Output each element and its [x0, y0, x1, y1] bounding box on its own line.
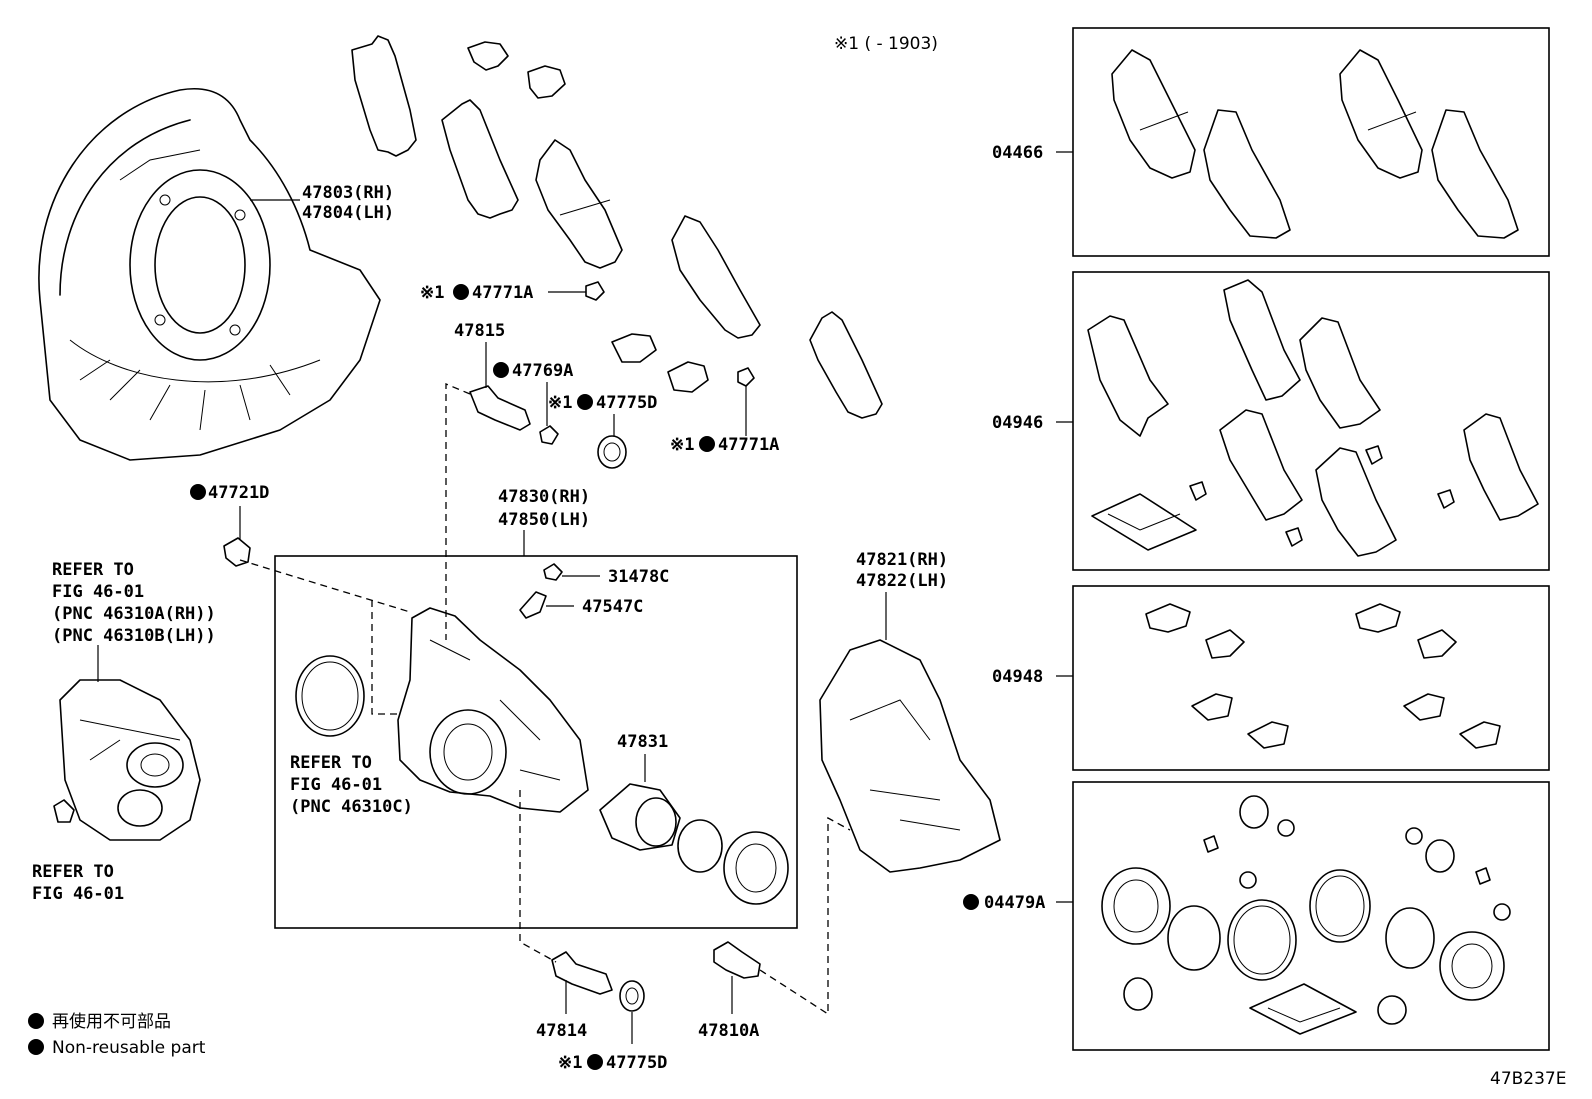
- pad-support-plate-2: [527, 65, 566, 99]
- disc-dust-cover: [38, 88, 381, 461]
- refer-center-3: (PNC 46310C): [290, 797, 413, 817]
- bleeder-plug-reference: [53, 799, 75, 823]
- boot-47775d-bottom: [619, 980, 645, 1012]
- label-47831: 47831: [617, 732, 668, 752]
- label-47830: 47830(RH): [498, 487, 590, 507]
- slide-pin-47814: [551, 951, 613, 995]
- brake-pad-2: [671, 215, 761, 339]
- label-31478c: 31478C: [608, 567, 669, 587]
- label-47804: 47804(LH): [302, 203, 394, 223]
- bleeder-plug-47547c: [519, 591, 547, 619]
- label-47803: 47803(RH): [302, 183, 394, 203]
- refer-left-1: REFER TO: [52, 560, 134, 580]
- bleeder-bolt-47721d: [223, 537, 251, 567]
- label-47547c: 47547C: [582, 597, 643, 617]
- anti-squeal-shim-3: [809, 311, 883, 419]
- kit-box-04946: [1072, 271, 1550, 571]
- pad-support-plate-3: [611, 333, 657, 363]
- label-47815: 47815: [454, 321, 505, 341]
- refer-left-2: FIG 46-01: [52, 582, 144, 602]
- refer-bottom-1: REFER TO: [32, 862, 114, 882]
- note-top: ※1 ( - 1903): [834, 34, 938, 54]
- figure-id: 47B237E: [1490, 1069, 1566, 1089]
- label-04948: 04948: [992, 667, 1043, 687]
- kit-box-04479a: [1072, 781, 1550, 1051]
- label-04946: 04946: [992, 413, 1043, 433]
- mark-1-boot-bottom: ※1: [558, 1053, 582, 1073]
- kit-04479a-seals: [1101, 795, 1511, 1035]
- refer-left-3: (PNC 46310A(RH)): [52, 604, 216, 624]
- boot-47775d-top: [597, 435, 627, 469]
- label-47771a-top: 47771A: [472, 283, 533, 303]
- kit-04948-plates: [1145, 603, 1501, 749]
- kit-box-04466: [1072, 27, 1550, 257]
- cylinder-boot: [723, 831, 789, 905]
- label-47769a: 47769A: [512, 361, 573, 381]
- piston-seal-ring: [295, 655, 365, 737]
- refer-center-1: REFER TO: [290, 753, 372, 773]
- pad-support-plate-1: [467, 41, 509, 71]
- piston-47831: [599, 783, 681, 851]
- caliper-mounting-bracket: [819, 639, 1001, 873]
- mark-1-clip-top: ※1: [420, 283, 444, 303]
- cylinder-assy-box: [274, 555, 798, 929]
- kit-04466-pads: [1111, 49, 1519, 239]
- brake-pad-1: [535, 139, 623, 269]
- kit-04946-shims: [1087, 279, 1539, 557]
- refer-center-2: FIG 46-01: [290, 775, 382, 795]
- pad-support-plate-4: [667, 361, 709, 393]
- anti-squeal-shim-1: [351, 35, 417, 157]
- label-47822: 47822(LH): [856, 571, 948, 591]
- label-47850: 47850(LH): [498, 510, 590, 530]
- refer-left-4: (PNC 46310B(LH)): [52, 626, 216, 646]
- clip-47771a-mid: [737, 367, 755, 387]
- label-47775d-top: 47775D: [596, 393, 657, 413]
- mark-1-boot-top: ※1: [548, 393, 572, 413]
- legend: 再使用不可部品 Non-reusable part: [28, 1011, 206, 1058]
- clip-47771a-top: [585, 281, 605, 301]
- refer-bottom-2: FIG 46-01: [32, 884, 124, 904]
- label-47771a-mid: 47771A: [718, 435, 779, 455]
- label-47821: 47821(RH): [856, 550, 948, 570]
- label-04466: 04466: [992, 143, 1043, 163]
- anti-squeal-shim-2: [441, 99, 519, 219]
- legend-en: Non-reusable part: [52, 1038, 206, 1058]
- mark-1-clip-mid: ※1: [670, 435, 694, 455]
- cylinder-body: [397, 607, 589, 813]
- boot-47769a: [539, 425, 559, 445]
- label-47721d: 47721D: [208, 483, 269, 503]
- label-47814: 47814: [536, 1021, 587, 1041]
- caliper-assy-reference: [59, 679, 201, 841]
- label-47775d-bottom: 47775D: [606, 1053, 667, 1073]
- bleeder-cap-31478c: [543, 563, 563, 581]
- label-47810a: 47810A: [698, 1021, 759, 1041]
- kit-box-04948: [1072, 585, 1550, 771]
- slide-pin-47815: [469, 385, 531, 431]
- install-bolt-47810a: [713, 941, 761, 979]
- legend-jp: 再使用不可部品: [52, 1011, 171, 1032]
- label-04479a: 04479A: [984, 893, 1045, 913]
- piston-seal: [677, 819, 723, 873]
